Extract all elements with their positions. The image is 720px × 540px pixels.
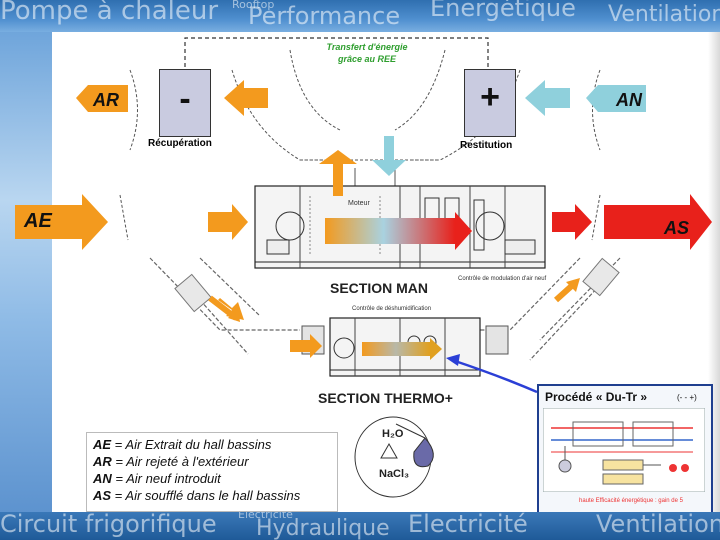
banner-word: Electricité xyxy=(238,512,293,521)
minus-symbol: - xyxy=(179,80,191,118)
h2o-label: H₂O xyxy=(382,428,404,440)
transfer-text-line2: grâce au REE xyxy=(337,54,397,64)
sky-image-strip xyxy=(0,32,52,512)
transfer-text-line1: Transfert d'énergie xyxy=(326,42,408,52)
down-arrow-blue xyxy=(372,136,406,176)
thermo-airflow-arrow xyxy=(362,342,430,356)
restitution-label: Restitution xyxy=(460,140,513,151)
legend-box: AE = Air Extrait du hall bassins AR = Ai… xyxy=(86,432,338,512)
banner-word: Hydraulique xyxy=(256,516,390,540)
legend-item: AR = Air rejeté à l'extérieur xyxy=(93,454,249,469)
banner-word: Electricité xyxy=(408,512,528,538)
bottom-banner: Circuit frigorifique Electricité Hydraul… xyxy=(0,512,720,540)
ar-label: AR xyxy=(93,90,119,110)
banner-word: Pompe à chaleur xyxy=(0,0,219,26)
banner-word: Circuit frigorifique xyxy=(0,512,217,538)
banner-word: Ventilation xyxy=(608,2,720,27)
restitution-exchanger: + xyxy=(464,69,516,137)
sky-fade xyxy=(52,32,58,512)
up-arrow-orange xyxy=(319,150,357,196)
deshum-label: Contrôle de déshumidification xyxy=(352,306,432,312)
an-arrow xyxy=(586,85,646,112)
ar-arrow xyxy=(76,85,128,112)
an-label: AN xyxy=(616,90,642,110)
ae-arrow xyxy=(15,194,108,250)
plus-symbol: + xyxy=(480,78,500,116)
legend-item: AE = Air Extrait du hall bassins xyxy=(93,437,272,452)
top-banner: Pompe à chaleur Rooftop Performance Ener… xyxy=(0,0,720,32)
main-airflow-arrow xyxy=(325,218,455,244)
legend-item: AN = Air neuf introduit xyxy=(93,471,221,486)
energy-transfer-dashed-line xyxy=(184,37,489,74)
recuperation-exchanger: - xyxy=(159,69,211,137)
nacl-label: NaCl₃ xyxy=(379,468,410,480)
banner-word: Ventilation xyxy=(596,512,720,538)
legend-item: AS = Air soufflé dans le hall bassins xyxy=(93,488,301,503)
banner-word: Energétique xyxy=(430,0,576,22)
section-thermo-title: SECTION THERMO+ xyxy=(318,390,453,406)
banner-word: Performance xyxy=(248,2,401,30)
du-tr-title: Procédé « Du-Tr » xyxy=(545,390,648,404)
du-tr-process-panel: Procédé « Du-Tr » (- - +) haute Efficaci… xyxy=(537,384,713,514)
du-tr-footer: haute Efficacité énergétique : gain de 5 xyxy=(579,498,683,504)
as-label: AS xyxy=(664,218,690,238)
section-man-title: SECTION MAN xyxy=(330,280,428,296)
recuperation-label: Récupération xyxy=(148,138,212,149)
motor-label: Moteur xyxy=(348,200,370,207)
ae-label: AE xyxy=(24,210,52,232)
modulation-label: Contrôle de modulation d'air neuf xyxy=(458,276,547,282)
banner-word: Rooftop xyxy=(232,0,275,11)
du-tr-schematic xyxy=(543,408,705,492)
du-tr-title-suffix: (- - +) xyxy=(677,393,697,402)
as-arrow xyxy=(604,194,712,250)
